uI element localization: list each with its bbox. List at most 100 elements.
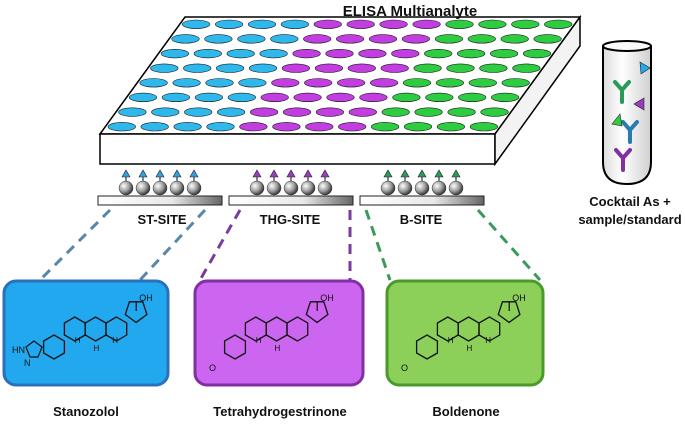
compound-box-frame xyxy=(2,279,170,387)
well xyxy=(193,48,222,59)
protein-sphere xyxy=(414,180,430,196)
well xyxy=(182,19,211,29)
well xyxy=(172,78,201,88)
well xyxy=(237,34,266,44)
well xyxy=(533,34,562,44)
atom-label: O xyxy=(209,363,216,373)
well xyxy=(491,92,520,102)
antigen-triangle xyxy=(303,169,313,178)
well xyxy=(183,63,212,73)
well xyxy=(359,92,388,102)
well xyxy=(358,48,387,59)
well xyxy=(425,92,454,102)
well xyxy=(194,92,223,102)
well xyxy=(313,19,342,29)
well xyxy=(238,78,267,88)
protein-sphere xyxy=(266,180,282,196)
well xyxy=(391,48,420,59)
well xyxy=(458,92,487,102)
ring xyxy=(415,334,439,360)
well xyxy=(379,19,408,29)
well xyxy=(346,19,375,29)
plate-side xyxy=(494,14,581,167)
well xyxy=(347,63,376,73)
well xyxy=(479,63,508,73)
well xyxy=(206,122,235,132)
well xyxy=(271,78,300,88)
well xyxy=(413,63,442,73)
well xyxy=(304,78,333,88)
diagram-title: ELISA Multianalyte xyxy=(343,3,477,20)
well xyxy=(248,63,278,73)
well xyxy=(171,34,200,44)
antigen-triangle xyxy=(286,169,296,178)
ring xyxy=(497,301,521,324)
well xyxy=(370,78,399,88)
antigen-triangle xyxy=(121,169,131,178)
protein-sphere xyxy=(186,180,202,196)
well xyxy=(161,92,190,102)
well xyxy=(314,63,344,73)
well xyxy=(478,19,507,29)
guide-line xyxy=(364,209,392,281)
antigen-triangle xyxy=(611,113,623,127)
well xyxy=(512,63,541,73)
well xyxy=(215,19,244,29)
well xyxy=(424,48,453,59)
well xyxy=(380,63,409,73)
antigen-triangle xyxy=(155,169,165,178)
well xyxy=(226,48,255,59)
well xyxy=(468,78,497,88)
well xyxy=(160,48,189,59)
well xyxy=(480,107,509,117)
well xyxy=(412,19,441,29)
compound-name-stanozolol: Stanozolol xyxy=(53,404,119,419)
guide-line xyxy=(476,209,542,281)
guide-line xyxy=(38,208,112,282)
site-label-thg: THG-SITE xyxy=(260,212,321,227)
antigen-triangle xyxy=(269,169,279,178)
atom-label: OH xyxy=(139,293,153,303)
cocktail-label-line1: Cocktail As + xyxy=(589,194,671,209)
well xyxy=(467,34,496,44)
atom-label: H xyxy=(485,336,491,345)
well xyxy=(381,107,410,117)
well xyxy=(434,34,464,44)
well xyxy=(403,122,433,132)
well-grid xyxy=(107,19,573,132)
protein-sphere xyxy=(380,180,396,196)
atom-label: H xyxy=(112,336,118,345)
ring xyxy=(25,340,43,358)
well xyxy=(305,122,334,132)
compound-name-thg: Tetrahydrogestrinone xyxy=(213,404,346,419)
atom-label: OH xyxy=(320,293,334,303)
ring xyxy=(42,334,66,360)
well xyxy=(457,48,486,59)
well xyxy=(303,34,332,44)
well xyxy=(260,92,289,102)
well xyxy=(151,107,180,117)
protein-sphere xyxy=(397,180,413,196)
plate-front xyxy=(99,133,496,165)
ring xyxy=(286,316,309,342)
cocktail-label-line2: sample/standard xyxy=(578,212,681,227)
well xyxy=(247,19,277,29)
well xyxy=(401,34,431,44)
well xyxy=(280,19,310,29)
antigen-triangle xyxy=(138,169,148,178)
antibody-icon xyxy=(613,80,631,104)
well xyxy=(544,19,573,29)
site-strip xyxy=(228,195,354,206)
well xyxy=(281,63,311,73)
elisa-plate xyxy=(98,14,582,167)
site-label-b: B-SITE xyxy=(400,212,443,227)
well xyxy=(337,78,366,88)
antigen-triangle xyxy=(451,169,461,178)
atom-label: H xyxy=(274,344,280,353)
